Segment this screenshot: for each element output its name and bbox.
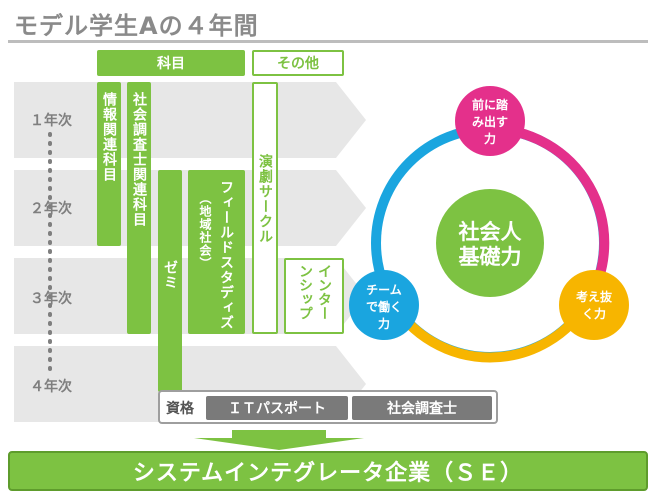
left-line-2: で働く (366, 299, 402, 314)
year-label-1: １年次 (30, 113, 72, 129)
title-divider (8, 40, 648, 43)
center-line-2: 基礎力 (459, 245, 522, 269)
field-studies-bar: フィールドスタディズ （地域社会） (188, 170, 245, 334)
left-line-3: 力 (378, 316, 390, 331)
qualifications-label: 資格 (166, 401, 194, 417)
info-subjects-label: 情報関連科目 (101, 92, 117, 182)
internship-label: インターンシップ (297, 264, 332, 320)
left-line-1: チーム (366, 283, 402, 297)
top-line-2: み出す (472, 114, 508, 129)
year-label-3: ３年次 (30, 291, 72, 307)
year-label-4: ４年次 (30, 379, 72, 395)
seminar-label: ゼミ (162, 260, 178, 290)
cycle-arc-top-right (489, 123, 610, 303)
social-researcher-chip: 社会調査士 (352, 396, 492, 420)
subjects-header: 科目 (97, 50, 245, 76)
right-circle (559, 270, 629, 340)
info-subjects-bar: 情報関連科目 (97, 82, 121, 246)
page-title: モデル学生Aの４年間 (14, 12, 259, 40)
field-studies-label: フィールドスタディズ (218, 180, 234, 330)
left-circle (349, 270, 419, 340)
internship-box: インターンシップ (284, 258, 344, 334)
center-line-1: 社会人 (458, 220, 522, 244)
it-passport-chip: ＩＴパスポート (206, 396, 348, 420)
social-research-subjects-label: 社会調査士関連科目 (131, 92, 147, 227)
seminar-bar: ゼミ (158, 170, 182, 392)
field-studies-sublabel: （地域社会） (198, 192, 212, 270)
theater-club-bar: 演劇サークル (252, 82, 278, 334)
social-research-subjects-bar: 社会調査士関連科目 (127, 82, 151, 334)
center-circle (436, 189, 544, 297)
top-line-1: 前に踏 (472, 97, 509, 112)
down-arrow (194, 430, 364, 450)
year-label-2: ２年次 (30, 201, 72, 217)
theater-club-label: 演劇サークル (257, 154, 273, 244)
right-line-1: 考え抜 (576, 289, 613, 304)
career-outcome-banner: システムインテグレータ企業（ＳＥ） (8, 451, 648, 491)
other-header: その他 (252, 50, 344, 76)
top-circle (455, 86, 525, 156)
top-line-3: 力 (484, 131, 496, 146)
right-line-2: く力 (582, 306, 606, 321)
